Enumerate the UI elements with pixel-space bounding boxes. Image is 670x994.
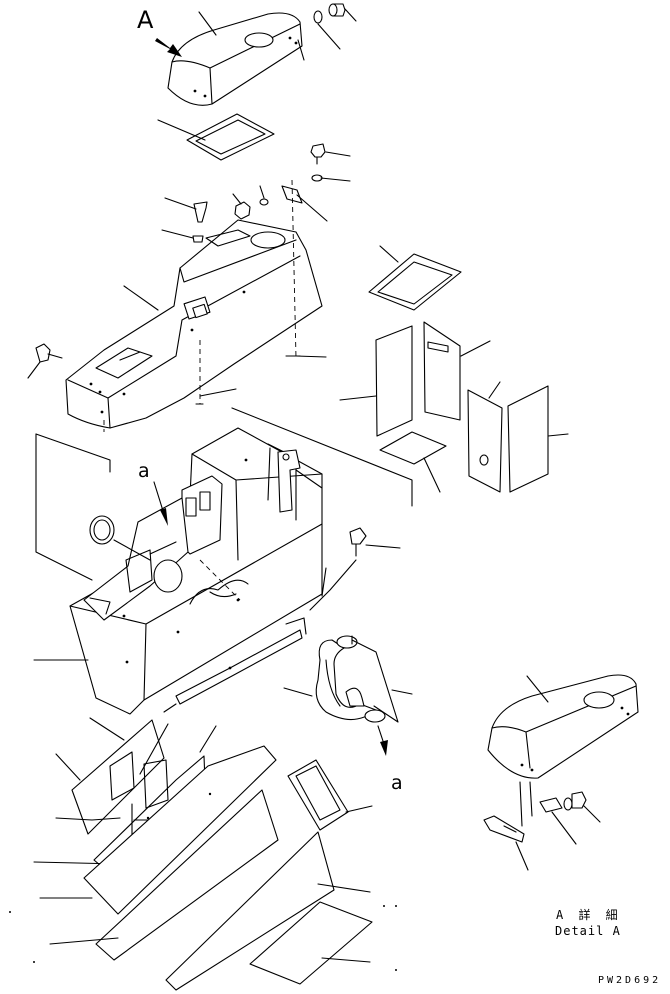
hardware-center (162, 40, 350, 242)
drawing-number: PW2D692 (598, 975, 662, 986)
detail-a-view (484, 675, 638, 870)
grommet-ring (90, 516, 150, 560)
armrest-cover-top (168, 12, 302, 105)
alignment-lines (104, 180, 326, 432)
plates-bottom-left (9, 718, 397, 990)
hose-duct (284, 636, 412, 756)
bolt-right (310, 528, 400, 610)
view-arrow-icon (155, 38, 182, 57)
pads-right (340, 246, 568, 492)
detail-a-label-bottom: a (391, 772, 403, 794)
console-lower-body (34, 428, 326, 714)
detail-caption-japanese: A 詳 細 (556, 908, 622, 922)
view-label-a: A (137, 6, 154, 34)
detail-caption-english: Detail A (555, 924, 621, 938)
detail-a-label-top: a (138, 460, 150, 482)
console-upper-body (66, 220, 322, 428)
leader-outline (36, 408, 412, 712)
pad-square-upper (158, 114, 274, 160)
bolt-washer-top (314, 4, 356, 49)
arrow-detail-a-top (154, 482, 168, 526)
bolt-left (28, 344, 62, 378)
